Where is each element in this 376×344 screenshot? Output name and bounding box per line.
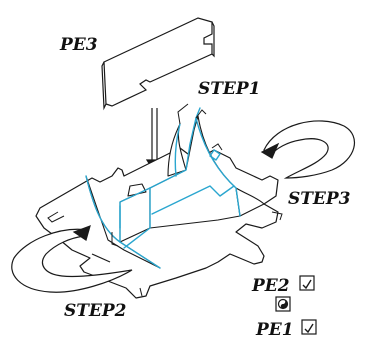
- recycle-symbol-icon: [275, 296, 291, 312]
- pe3-insert-panel: [101, 17, 215, 111]
- cut-details: [47, 103, 283, 297]
- check-box-icon: [299, 275, 315, 291]
- step2-label: STEP2: [64, 301, 127, 321]
- pe1-label: PE1: [255, 320, 294, 340]
- pe3-label: PE3: [59, 35, 98, 55]
- check-box-icon: [301, 319, 317, 335]
- step1-label: STEP1: [198, 79, 261, 99]
- step2-rotation-arrow: [11, 225, 133, 293]
- step3-label: STEP3: [288, 189, 351, 209]
- step3-rotation-arrow: [260, 120, 355, 179]
- fold-lines: [85, 107, 241, 269]
- pe2-label: PE2: [251, 276, 290, 296]
